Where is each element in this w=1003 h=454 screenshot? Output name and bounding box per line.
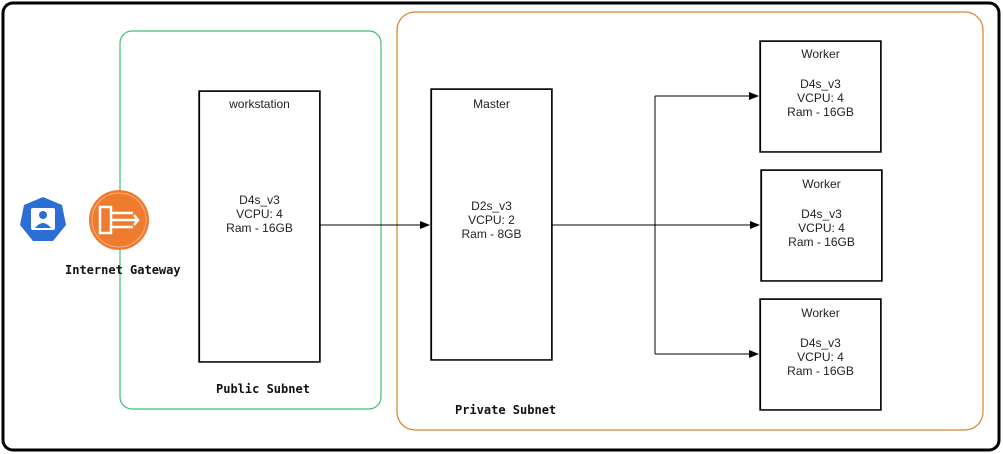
private-subnet-boundary xyxy=(396,11,984,431)
user-icon xyxy=(20,197,66,241)
worker-spec-instance: D4s_v3 xyxy=(800,77,841,91)
worker-spec-ram: Ram - 16GB xyxy=(787,105,854,119)
worker-spec-ram: Ram - 16GB xyxy=(788,235,855,249)
worker-spec-instance: D4s_v3 xyxy=(800,336,841,350)
master-spec-vcpu: VCPU: 2 xyxy=(468,213,515,227)
master-to-workers-connector xyxy=(552,92,760,358)
worker-spec-vcpu: VCPU: 4 xyxy=(797,91,844,105)
workstation-title: workstation xyxy=(229,97,290,111)
worker-spec-instance: D4s_v3 xyxy=(801,207,842,221)
internet-gateway-label: Internet Gateway xyxy=(65,263,181,277)
public-subnet-label: Public Subnet xyxy=(216,382,310,396)
worker-spec-vcpu: VCPU: 4 xyxy=(797,350,844,364)
workstation-box[interactable] xyxy=(198,90,321,363)
workstation-spec-vcpu: VCPU: 4 xyxy=(236,207,283,221)
worker-title: Worker xyxy=(801,306,840,320)
worker-title: Worker xyxy=(801,47,840,61)
worker-spec-vcpu: VCPU: 4 xyxy=(798,221,845,235)
worker-spec-ram: Ram - 16GB xyxy=(787,364,854,378)
master-title: Master xyxy=(473,97,510,111)
master-spec-ram: Ram - 8GB xyxy=(461,227,522,241)
private-subnet-label: Private Subnet xyxy=(455,403,557,417)
workstation-spec-instance: D4s_v3 xyxy=(239,193,280,207)
worker-box[interactable] xyxy=(759,298,882,411)
worker-box[interactable] xyxy=(760,169,883,282)
internet-gateway-icon xyxy=(89,190,149,250)
master-spec-instance: D2s_v3 xyxy=(471,199,512,213)
worker-title: Worker xyxy=(802,177,841,191)
master-box[interactable] xyxy=(430,88,553,361)
workstation-spec-ram: Ram - 16GB xyxy=(226,221,293,235)
worker-box[interactable] xyxy=(759,40,882,153)
